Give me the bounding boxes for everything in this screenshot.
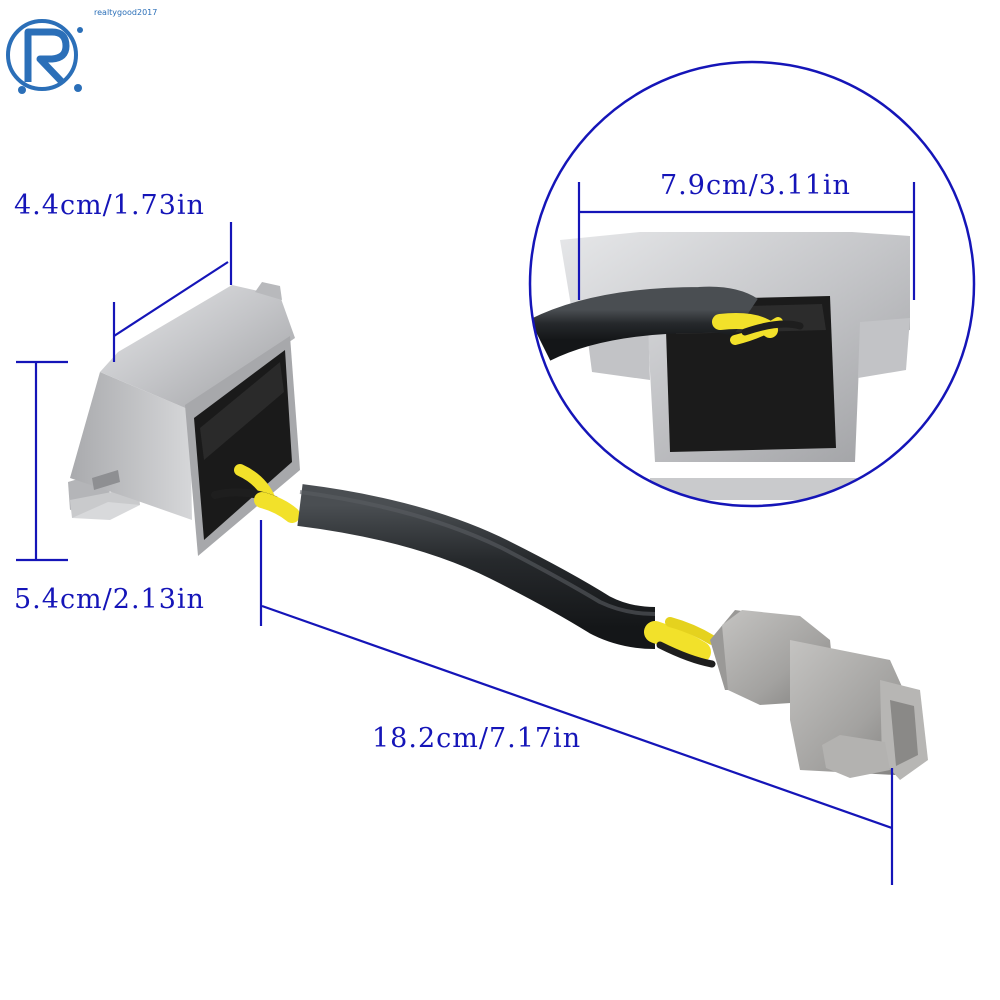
logo-text: realtygood2017: [94, 8, 158, 17]
dimension-lines: [16, 222, 894, 885]
connector-plug: [710, 610, 928, 780]
height-dimension-label: 5.4cm/2.13in: [14, 584, 205, 615]
width-dimension-label: 4.4cm/1.73in: [14, 190, 205, 221]
inset-top-view: [528, 60, 976, 508]
mount-width-dimension-label: 7.9cm/3.11in: [660, 170, 851, 201]
r-circuit-logo-icon: [6, 19, 83, 94]
regulator-housing: [68, 282, 300, 556]
cable-length-dimension-label: 18.2cm/7.17in: [372, 723, 582, 754]
wire-harness: [211, 464, 717, 668]
